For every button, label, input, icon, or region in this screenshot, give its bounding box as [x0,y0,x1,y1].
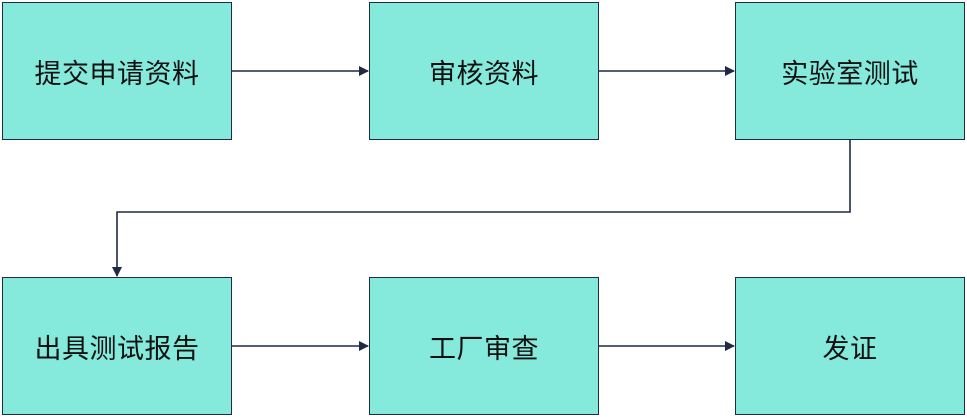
node-label: 发证 [822,333,878,365]
node-review-materials: 审核资料 [369,2,599,140]
node-factory-review: 工厂审查 [369,277,599,415]
node-label: 审核资料 [429,58,539,90]
node-label: 实验室测试 [781,58,919,90]
node-submit-application: 提交申请资料 [2,2,232,140]
node-issue-test-report: 出具测试报告 [2,277,232,415]
edge-lab-test-to-report [112,140,851,277]
node-label: 工厂审查 [429,333,539,365]
node-label: 提交申请资料 [34,58,200,90]
node-issue-certificate: 发证 [735,277,965,415]
node-lab-test: 实验室测试 [735,2,965,140]
node-label: 出具测试报告 [34,333,200,365]
